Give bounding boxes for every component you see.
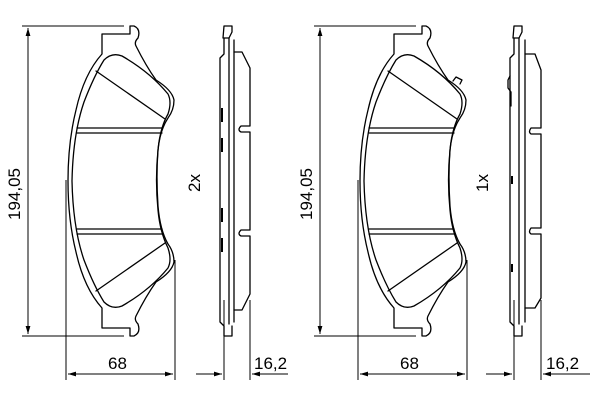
- pad-a-thickness-label: 16,2: [254, 354, 287, 373]
- pad-b-quantity-label: 1x: [473, 174, 492, 192]
- pad-a-side-view: [196, 25, 288, 380]
- pad-a-width-label: 68: [108, 354, 127, 373]
- pad-b-side-view: [486, 25, 590, 380]
- pad-b-front-view: [314, 25, 468, 380]
- pad-a-front-view: [22, 25, 176, 380]
- pad-b-width-label: 68: [400, 354, 419, 373]
- pad-a-height-label: 194,05: [5, 168, 24, 220]
- pad-b-height-label: 194,05: [297, 168, 316, 220]
- pad-a-quantity-label: 2x: [185, 174, 204, 192]
- pad-b-thickness-label: 16,2: [546, 354, 579, 373]
